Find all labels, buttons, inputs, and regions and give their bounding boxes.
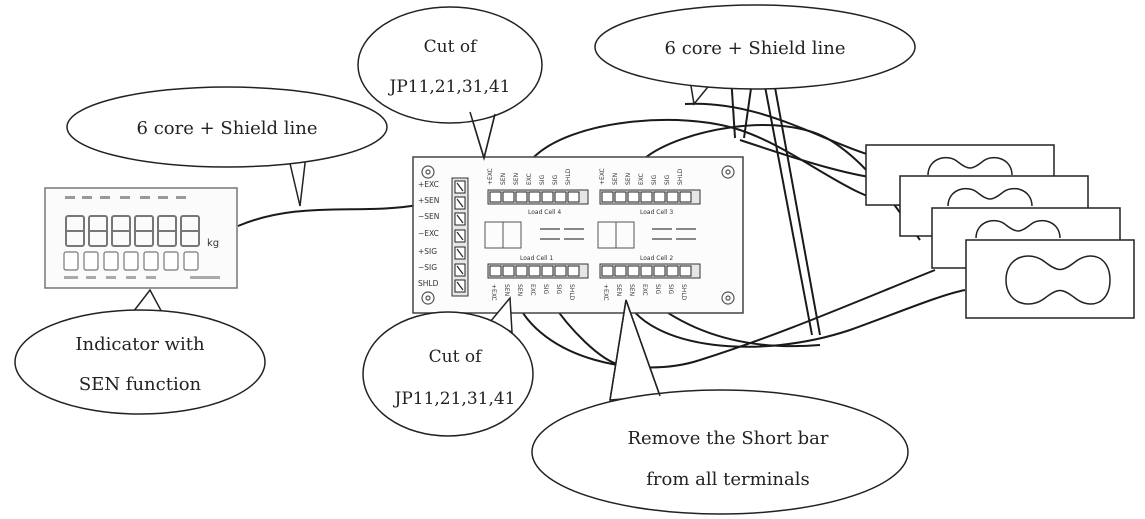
indicator-button-6 [163, 251, 179, 271]
indicator-button-2 [83, 251, 99, 271]
indicator-buttons [63, 251, 199, 271]
callout-text: Indicator with [75, 334, 205, 355]
terminal-label: SHLD [568, 284, 575, 301]
cable-top-a [684, 102, 871, 156]
callout-cut-jumpers-bottom: Cut of JP11,21,31,41 [362, 296, 534, 437]
terminal-label: SHLD [677, 168, 684, 185]
terminal-label: +EXC [490, 284, 497, 301]
terminal-label: SIG [667, 284, 674, 295]
terminal-label: SIG [651, 174, 658, 185]
input-terminal-block [451, 177, 469, 297]
terminal-label: +EXC [487, 168, 494, 185]
indicator-unit: kg [207, 238, 219, 249]
terminal-label: SEN [503, 284, 510, 296]
terminal-label: SHLD [680, 284, 687, 301]
junction-board: +EXC +SEN −SEN −EXC +SIG −SIG SHLD [412, 156, 744, 314]
terminal-label: EXC [529, 284, 536, 296]
terminal-label: SEN [615, 284, 622, 296]
load-cell-label: Load Cell 1 [520, 255, 553, 262]
terminal-label: SIG [539, 174, 546, 185]
terminal-label: +EXC [602, 284, 609, 301]
callout-text: JP11,21,31,41 [393, 389, 516, 409]
terminal-label: +SEN [418, 196, 439, 205]
callout-text: Cut of [429, 347, 483, 367]
callout-shield-line-left: 6 core + Shield line [66, 86, 388, 207]
indicator-button-4 [123, 251, 139, 271]
terminal-label: SIG [542, 284, 549, 295]
lead-4 [769, 59, 821, 336]
load-cell-label: Load Cell 2 [640, 255, 673, 262]
terminal-label: SIG [555, 284, 562, 295]
terminal-label: SEN [513, 173, 520, 185]
cable-cell4-top [532, 118, 901, 206]
callout-text: from all terminals [646, 469, 810, 490]
callout-text: 6 core + Shield line [665, 38, 846, 59]
callout-text: SEN function [79, 374, 202, 395]
terminal-label: SEN [625, 173, 632, 185]
terminal-label: +EXC [418, 180, 439, 189]
terminal-label: −SIG [418, 263, 437, 272]
terminal-label: EXC [526, 173, 533, 185]
load-cells [865, 144, 1135, 319]
terminal-label: SIG [654, 284, 661, 295]
terminal-label: SEN [516, 284, 523, 296]
terminal-label: EXC [638, 173, 645, 185]
callout-text: Remove the Short bar [627, 428, 828, 449]
indicator-button-3 [103, 251, 119, 271]
terminal-block-cell1: Load Cell 1 +EXC SEN SEN EXC SIG SIG SHL… [487, 255, 589, 301]
indicator-button-1 [63, 251, 79, 271]
indicator-device: kg [44, 187, 238, 289]
terminal-label: SIG [664, 174, 671, 185]
terminal-block-cell3: +EXC SEN SEN EXC SIG SIG SHLD Load Cell … [599, 168, 701, 216]
callout-remove-short-bar: Remove the Short bar from all terminals [531, 299, 909, 515]
terminal-label: SHLD [418, 279, 439, 288]
jumper-area [484, 221, 635, 249]
cable-indicator-to-board [237, 204, 419, 227]
terminal-label: −EXC [418, 229, 439, 238]
indicator-display [65, 215, 200, 247]
terminal-label: SEN [612, 173, 619, 185]
indicator-button-5 [143, 251, 159, 271]
callout-cut-jumpers-top: Cut of JP11,21,31,41 [357, 6, 543, 161]
callout-indicator: Indicator with SEN function [14, 288, 266, 415]
callout-text: 6 core + Shield line [137, 118, 318, 139]
terminal-label: +EXC [599, 168, 606, 185]
terminal-label: SIG [552, 174, 559, 185]
callout-shield-line-top: 6 core + Shield line [594, 4, 916, 106]
terminal-label: +SIG [418, 247, 437, 256]
terminal-label: EXC [641, 284, 648, 296]
terminal-block-cell2: Load Cell 2 +EXC SEN SEN EXC SIG SIG SHL… [599, 255, 701, 301]
board-input-labels: +EXC +SEN −SEN −EXC +SIG −SIG SHLD [418, 180, 439, 288]
terminal-block-cell4: +EXC SEN SEN EXC SIG SIG SHLD Load Cell … [487, 168, 589, 216]
terminal-label: SHLD [565, 168, 572, 185]
load-cell-2 [965, 239, 1135, 319]
terminal-label: SEN [500, 173, 507, 185]
cable-cell1-bottom [514, 269, 936, 369]
terminal-label: SEN [628, 284, 635, 296]
terminal-label: −SEN [418, 212, 439, 221]
mounting-holes [421, 165, 735, 305]
load-cell-label: Load Cell 3 [640, 209, 673, 216]
load-cell-label: Load Cell 4 [528, 209, 561, 216]
cable-cell2-bottom [624, 289, 966, 348]
indicator-button-7 [183, 251, 199, 271]
lead-3 [759, 59, 813, 336]
callout-text: JP11,21,31,41 [388, 77, 511, 97]
callout-text: Cut of [424, 37, 478, 57]
